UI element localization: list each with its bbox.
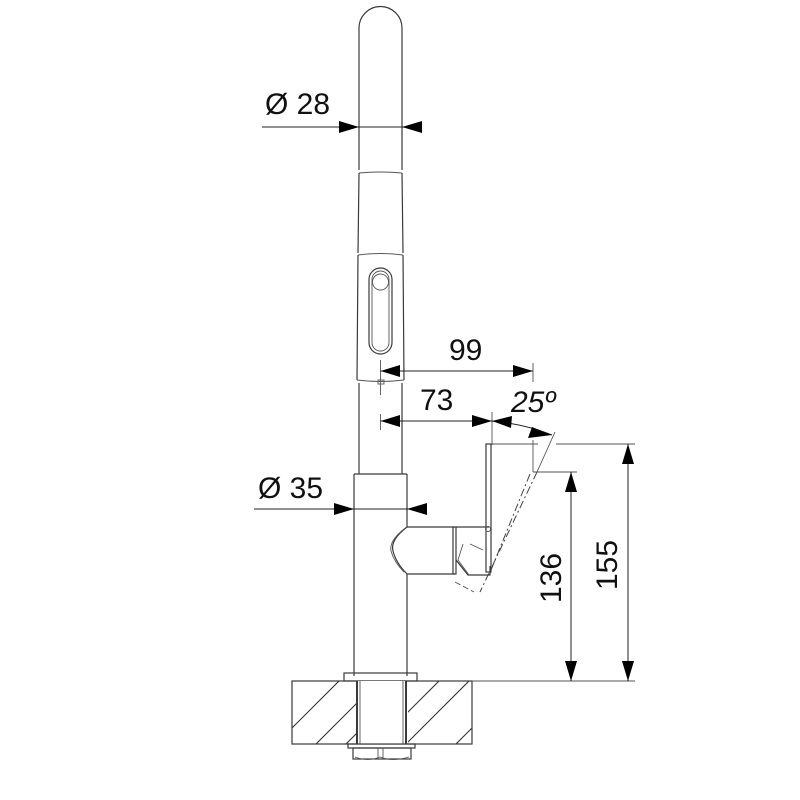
label-body-diameter: Ø 35 [258, 472, 323, 505]
countertop-section [291, 672, 473, 760]
dimension-handle-offset: 73 [380, 384, 493, 445]
dimension-handle-height-rest: 136 [532, 440, 577, 681]
dimension-handle-angle: 25º [491, 386, 557, 438]
label-spout-diameter: Ø 28 [265, 88, 330, 121]
dimension-body-diameter: Ø 35 [254, 472, 427, 515]
label-spout-reach: 99 [449, 334, 482, 367]
faucet-body [353, 473, 489, 676]
dimension-spout-diameter: Ø 28 [262, 88, 422, 133]
dimension-handle-height-max: 155 [472, 443, 635, 682]
handle-lever-rotated [454, 431, 556, 593]
label-handle-height-max: 155 [591, 540, 624, 590]
spray-head [356, 254, 405, 385]
spout-tube [357, 5, 404, 256]
dimension-spout-reach: 99 [380, 334, 534, 395]
label-handle-offset: 73 [420, 384, 453, 417]
spray-button-icon [372, 273, 389, 291]
label-handle-height-rest: 136 [535, 553, 568, 603]
handle-lever [455, 443, 492, 576]
label-handle-angle: 25º [510, 386, 557, 419]
